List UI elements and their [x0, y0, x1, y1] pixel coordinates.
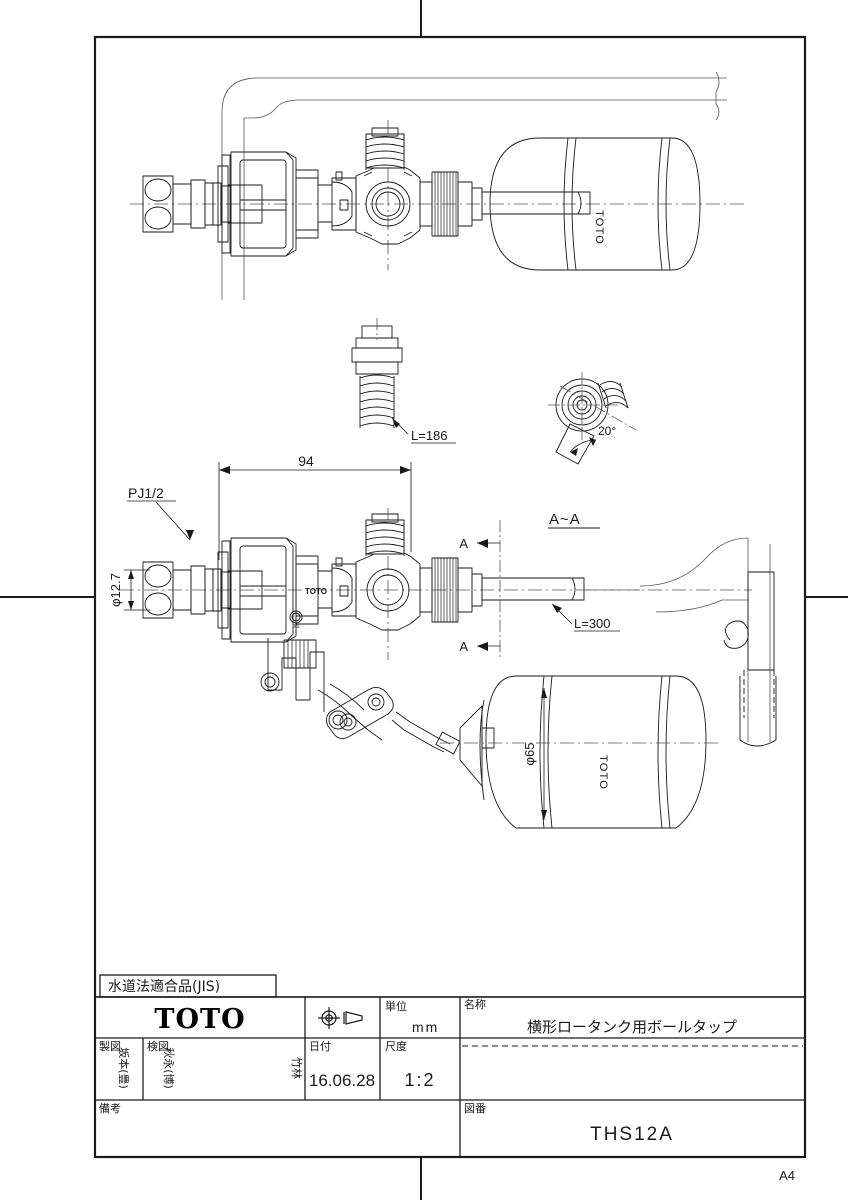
union-nut-lower — [221, 537, 297, 643]
dimension-94: 94 — [218, 453, 412, 560]
third-angle-projection-symbol — [318, 1007, 363, 1029]
date-label: 日付 — [309, 1040, 331, 1053]
sheet-size-label: A4 — [779, 1168, 795, 1183]
refill-tube-detail: L=186 — [351, 318, 456, 444]
flange-washer-stack-lower — [217, 551, 263, 629]
name-label: 名称 — [464, 997, 486, 1011]
dimension-phi65: φ65 — [522, 688, 547, 820]
refill-tube-length-186: L=186 — [411, 428, 448, 443]
checker-label: 検図 — [147, 1039, 169, 1053]
drafter-value: 坂本(豊) — [117, 1047, 131, 1089]
section-mark-bottom: A — [459, 639, 468, 654]
tank-wall-outline — [221, 71, 727, 300]
title-block-border — [94, 996, 806, 1158]
float-brand-upper: TOTO — [593, 210, 605, 245]
knurled-nut-upper — [419, 171, 483, 237]
lower-assembly-view: PJ1/2 φ12.7 — [108, 485, 777, 829]
float-ball-upper: TOTO — [489, 137, 701, 271]
checker-value: 秋永(博) — [162, 1047, 176, 1089]
scale-value: 1:2 — [404, 1070, 435, 1090]
section-view-title: A~A — [549, 511, 581, 528]
union-nut — [221, 151, 297, 257]
drafter-label: 製図 — [99, 1039, 121, 1053]
remarks-label: 備考 — [99, 1102, 121, 1115]
float-rod-upper — [481, 191, 591, 215]
section-angle: 20° — [598, 424, 616, 438]
jis-stamp: JIS — [289, 610, 303, 630]
overflow-pipe — [723, 571, 777, 747]
float-rod-length-leader: L=300 — [551, 603, 620, 632]
date-value: 16.06.28 — [309, 1071, 375, 1090]
scale-label: 尺度 — [385, 1039, 407, 1053]
unit-value: mm — [412, 1019, 439, 1035]
thread-spec-leader: PJ1/2 — [127, 485, 194, 541]
unit-label: 単位 — [385, 999, 407, 1013]
title-block: 水道法適合品(JIS) TOTO 単位 mm 名称 横形ロータンク用ボールタップ — [94, 974, 806, 1158]
drawing-no-value: THS12A — [590, 1124, 674, 1145]
overall-length-94: 94 — [298, 453, 314, 469]
knurled-nut-lower — [419, 557, 483, 623]
inlet-coupling-lower — [142, 561, 232, 619]
flange-washer-stack — [217, 165, 263, 243]
refill-bellows-upper — [365, 127, 405, 170]
name-value: 横形ロータンク用ボールタップ — [527, 1018, 737, 1036]
float-lever-linkage — [260, 638, 461, 755]
float-rod-length-300: L=300 — [574, 616, 611, 631]
body-brand-lower: TOTO — [305, 587, 327, 596]
section-mark-top: A — [459, 536, 468, 551]
float-ball-diameter: φ65 — [522, 743, 537, 766]
drawing-no-label: 図番 — [464, 1102, 486, 1115]
float-rod-lower — [481, 577, 585, 601]
svg-text:JIS: JIS — [292, 624, 300, 630]
refill-bellows-lower — [365, 513, 405, 556]
upper-assembly-view: TOTO — [130, 71, 745, 300]
section-bellows — [597, 381, 629, 409]
section-aa-view: 20° A~A — [548, 372, 637, 529]
float-brand-lower: TOTO — [597, 755, 609, 790]
section-marks: A A — [459, 520, 501, 660]
toto-logo: TOTO — [154, 1004, 245, 1035]
bellows-coils-detail — [359, 374, 395, 428]
tank-wall-lower — [586, 537, 771, 742]
dimension-phi12-7: φ12.7 — [108, 569, 150, 611]
float-ball-lower: TOTO — [440, 675, 720, 829]
inlet-coupling — [142, 175, 232, 233]
checker-value-2: 竹林 — [290, 1057, 304, 1079]
compliance-label: 水道法適合品(JIS) — [108, 978, 220, 995]
thread-spec: PJ1/2 — [128, 485, 164, 501]
inlet-diameter: φ12.7 — [108, 573, 123, 607]
